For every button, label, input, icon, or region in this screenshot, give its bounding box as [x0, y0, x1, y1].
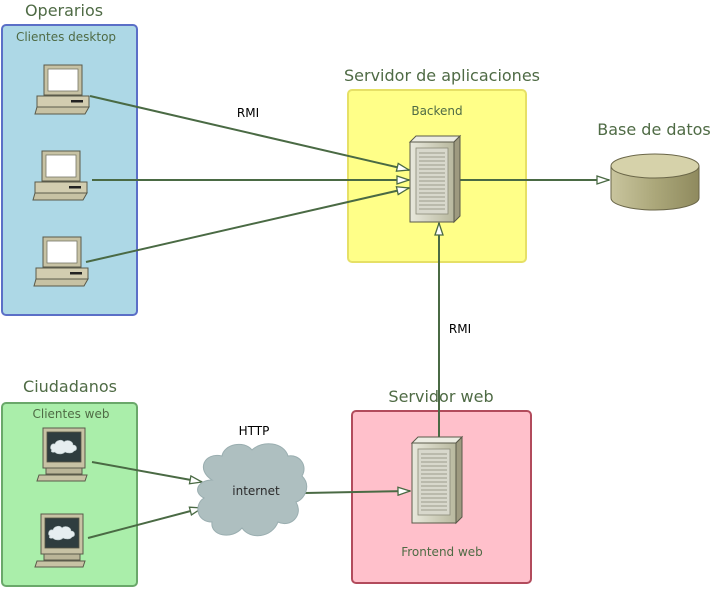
internet-to-frontend-arrow	[304, 491, 410, 493]
database-icon	[610, 153, 700, 211]
rmi-label-desktop: RMI	[237, 106, 259, 120]
app-server-title: Servidor de aplicaciones	[344, 66, 540, 85]
database-title: Base de datos	[597, 120, 711, 139]
rmi-label-web: RMI	[449, 322, 471, 336]
http-arrow-web-client-1	[91, 461, 202, 482]
backend-label: Backend	[411, 104, 462, 118]
ciudadanos-group-box	[1, 402, 138, 587]
ciudadanos-subtitle: Clientes web	[32, 407, 109, 421]
internet-cloud-icon	[197, 443, 308, 537]
frontend-server-icon	[411, 436, 463, 524]
http-label: HTTP	[239, 424, 270, 438]
frontend-web-label: Frontend web	[401, 545, 483, 559]
operarios-title: Operarios	[25, 1, 103, 20]
web-server-title: Servidor web	[388, 387, 493, 406]
http-arrow-web-client-2	[87, 508, 202, 539]
rmi-arrow-desktop-3	[85, 188, 409, 263]
backend-server-icon	[409, 135, 461, 223]
rmi-arrow-desktop-1	[89, 95, 409, 170]
ciudadanos-title: Ciudadanos	[23, 377, 117, 396]
operarios-subtitle: Clientes desktop	[16, 30, 116, 44]
internet-label: internet	[232, 484, 280, 498]
